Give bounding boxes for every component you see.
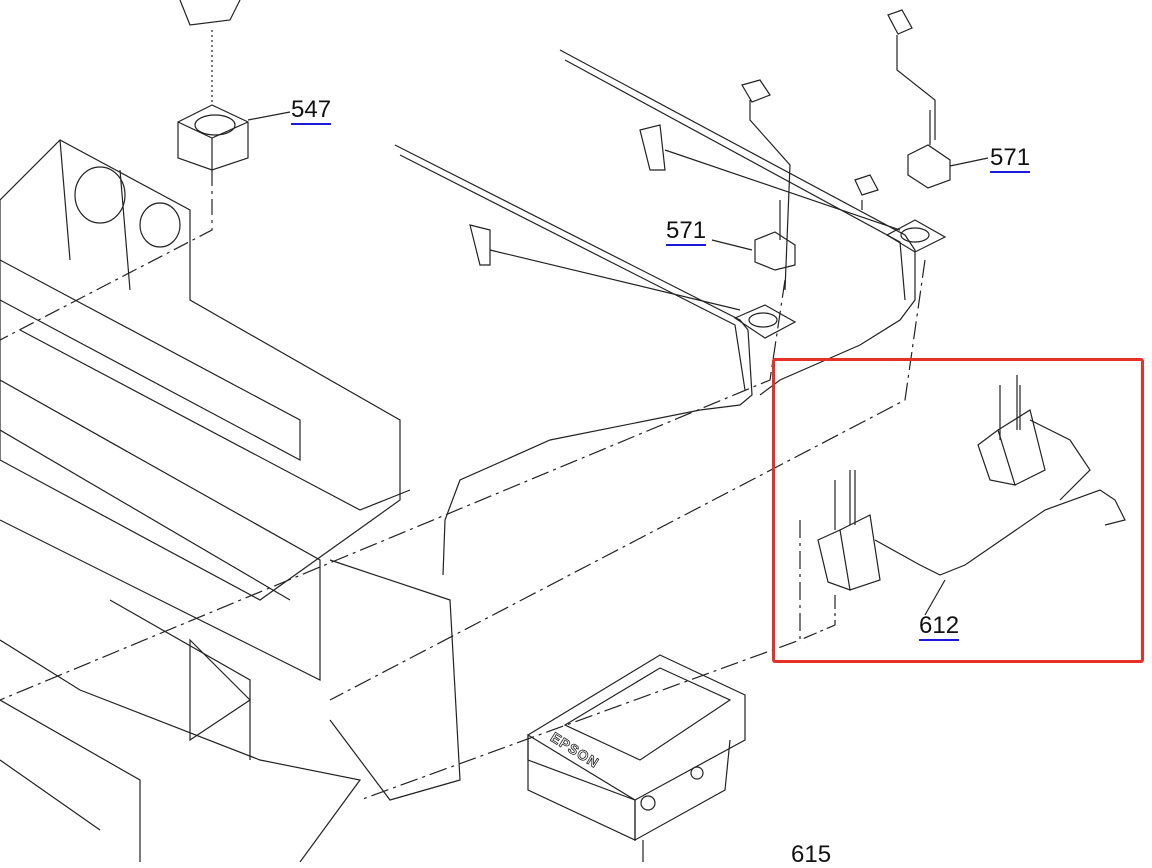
leader-lines (0, 259, 926, 801)
highlight-box (772, 358, 1144, 663)
harness-612 (799, 375, 1126, 641)
callout-547-link[interactable]: 547 (291, 96, 332, 125)
callout-612-link[interactable]: 612 (919, 612, 960, 641)
ink-tubes (394, 9, 989, 576)
callout-615-label: 615 (791, 841, 832, 868)
printer-frame (0, 139, 461, 862)
waste-ink-box-615 (527, 654, 746, 862)
fan-547 (0, 0, 291, 341)
callout-571-link[interactable]: 571 (666, 217, 707, 246)
callout-571-link[interactable]: 571 (990, 144, 1031, 173)
